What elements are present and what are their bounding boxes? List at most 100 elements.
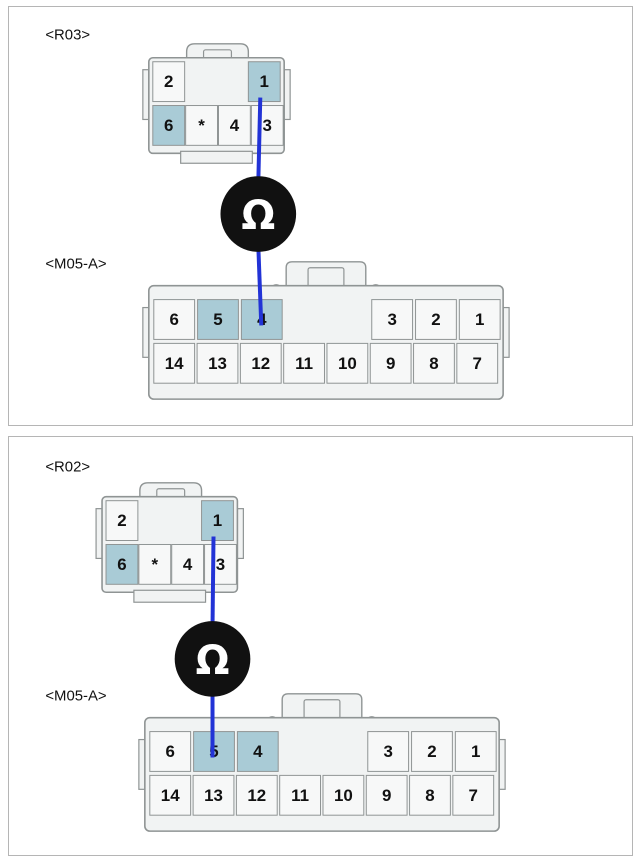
pin-cell — [149, 731, 192, 772]
pin-label: 12 — [251, 354, 270, 373]
small-connector: 2 1 6 * 4 3 — [142, 43, 291, 164]
pin-label: 11 — [295, 354, 313, 373]
ohmmeter-body — [220, 176, 297, 252]
ohm-symbol: Ω — [241, 193, 275, 239]
pin-cell — [197, 299, 239, 340]
pin-cell — [250, 105, 284, 146]
pin-cell — [153, 342, 196, 384]
pin-cell — [456, 342, 499, 384]
pin-label: 8 — [425, 786, 434, 805]
pin-cell — [247, 61, 281, 103]
pin-cell — [105, 500, 139, 542]
small-connector-label: <R02> — [45, 458, 90, 475]
pin-cell — [413, 342, 455, 384]
diagram-panel-r02: <R02><M05-A>216*436543211413121110987Ω — [8, 436, 633, 856]
pin-label: 10 — [338, 354, 357, 373]
pin-cell — [138, 543, 172, 585]
pin-label: 3 — [263, 116, 272, 135]
pin-label: 4 — [230, 116, 240, 135]
pin-cell — [452, 774, 495, 816]
pin-label: 3 — [387, 310, 396, 329]
pin-cell — [235, 774, 278, 816]
ohm-symbol: Ω — [196, 638, 230, 684]
pin-label: 4 — [183, 555, 193, 574]
pin-label: 4 — [253, 742, 263, 761]
small-connector-left-ear — [95, 508, 103, 560]
pin-label: 12 — [247, 786, 266, 805]
pin-label: 3 — [383, 742, 392, 761]
pin-label: * — [151, 555, 158, 574]
small-connector-right-ear — [283, 69, 291, 121]
pin-label: 7 — [473, 354, 482, 373]
pin-cell — [326, 342, 369, 384]
pin-cell — [279, 774, 321, 816]
pin-label: 6 — [169, 310, 178, 329]
pin-cell — [371, 299, 414, 340]
pin-cell — [415, 299, 457, 340]
large-connector-left-ear — [142, 306, 150, 358]
pin-label: 13 — [208, 354, 227, 373]
pin-label: 9 — [386, 354, 395, 373]
pin-label: 5 — [213, 310, 222, 329]
pin-cell — [192, 774, 235, 816]
probe-wire-upper — [256, 97, 263, 183]
pin-label: 14 — [161, 786, 180, 805]
pin-cell — [171, 543, 205, 585]
pin-cell — [105, 543, 139, 585]
small-connector-foot — [180, 150, 253, 164]
pin-cell — [196, 342, 239, 384]
probe-wire-lower — [256, 245, 264, 326]
pin-cell — [283, 342, 325, 384]
pin-label: 2 — [431, 310, 440, 329]
pin-cell — [152, 105, 186, 146]
diagram-panel-r03: <R03><M05-A>216*436543211413121110987Ω — [8, 6, 633, 426]
large-connector: 6543211413121110987 — [142, 261, 510, 400]
large-connector-label: <M05-A> — [45, 255, 106, 272]
pin-label: 1 — [213, 511, 222, 530]
probe-wire-upper — [210, 536, 216, 628]
pin-label: 8 — [429, 354, 438, 373]
ohmmeter-icon: Ω — [220, 176, 297, 252]
pin-cell — [409, 774, 451, 816]
pin-cell — [153, 299, 196, 340]
small-connector-right-ear — [236, 508, 244, 560]
small-connector-left-ear — [142, 69, 150, 121]
small-connector-foot — [133, 589, 207, 603]
large-connector-latch-tab — [307, 267, 345, 289]
pin-label: 6 — [166, 742, 175, 761]
pin-cell — [236, 731, 279, 772]
pin-cell — [204, 543, 237, 585]
pin-label: * — [198, 116, 205, 135]
pin-label: 1 — [260, 72, 269, 91]
pin-label: 6 — [164, 116, 173, 135]
pin-cell — [152, 61, 186, 103]
pin-cell — [369, 342, 412, 384]
pin-label: 13 — [204, 786, 223, 805]
pin-cell — [322, 774, 365, 816]
pin-label: 2 — [164, 72, 173, 91]
pin-label: 3 — [216, 555, 225, 574]
pin-label: 10 — [334, 786, 353, 805]
pin-cell — [217, 105, 251, 146]
pin-cell — [458, 299, 501, 340]
large-connector-right-ear — [502, 306, 510, 358]
pin-label: 1 — [471, 742, 480, 761]
pin-cell — [149, 774, 192, 816]
ohmmeter-body — [174, 621, 251, 697]
pin-cell — [367, 731, 410, 772]
pin-cell — [454, 731, 497, 772]
connector-diagram-1: <R03><M05-A>216*436543211413121110987Ω — [45, 26, 510, 400]
pin-label: 1 — [475, 310, 484, 329]
pin-label: 2 — [117, 511, 126, 530]
large-connector-right-ear — [498, 738, 506, 790]
pin-label: 9 — [382, 786, 391, 805]
ohmmeter-icon: Ω — [174, 621, 251, 697]
pin-cell — [411, 731, 453, 772]
large-connector-latch-tab — [303, 699, 341, 721]
pin-label: 7 — [469, 786, 478, 805]
pin-cell — [201, 500, 234, 542]
small-connector-label: <R03> — [45, 26, 90, 43]
pin-cell — [239, 342, 282, 384]
large-connector: 6543211413121110987 — [138, 693, 506, 832]
